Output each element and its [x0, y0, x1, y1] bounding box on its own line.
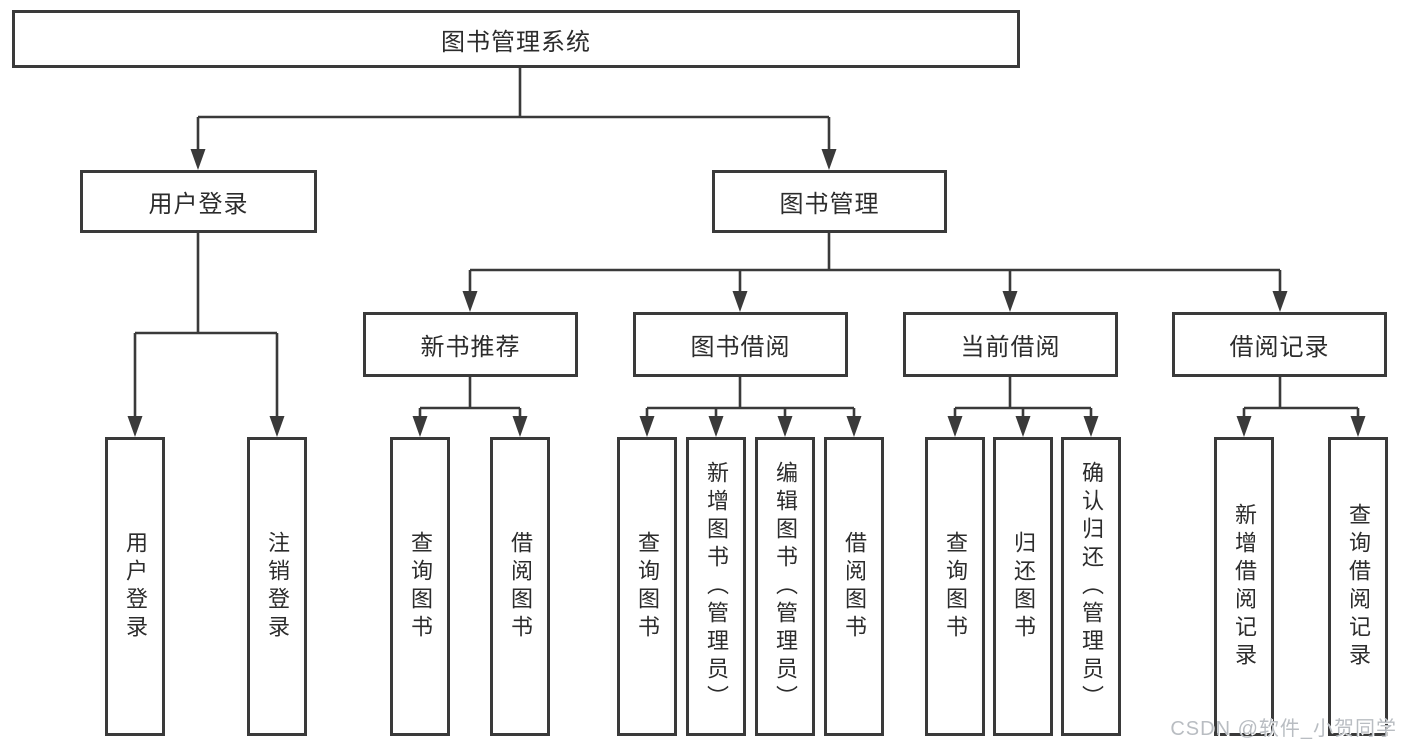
- leaf-add-books-admin-label: 新增图书（管理员）: [704, 460, 729, 713]
- leaf-query-books-borrow: 查询图书: [617, 437, 677, 736]
- leaf-borrow-books-label: 借阅图书: [842, 530, 867, 643]
- leaf-query-books-borrow-label: 查询图书: [635, 530, 660, 643]
- leaf-user-login: 用户登录: [105, 437, 165, 736]
- node-user-login: 用户登录: [80, 170, 317, 233]
- node-book-management: 图书管理: [712, 170, 947, 233]
- leaf-user-login-label: 用户登录: [123, 530, 148, 643]
- leaf-logout: 注销登录: [247, 437, 307, 736]
- leaf-query-books-current: 查询图书: [925, 437, 985, 736]
- leaf-edit-books-admin: 编辑图书（管理员）: [755, 437, 815, 736]
- leaf-query-borrow-record: 查询借阅记录: [1328, 437, 1388, 736]
- leaf-query-books-current-label: 查询图书: [943, 530, 968, 643]
- leaf-edit-books-admin-label: 编辑图书（管理员）: [773, 460, 798, 713]
- node-root-system: 图书管理系统: [12, 10, 1020, 68]
- leaf-return-books-label: 归还图书: [1011, 530, 1036, 643]
- leaf-confirm-return-admin: 确认归还（管理员）: [1061, 437, 1121, 736]
- node-current-borrow: 当前借阅: [903, 312, 1118, 377]
- leaf-confirm-return-admin-label: 确认归还（管理员）: [1079, 460, 1104, 713]
- leaf-query-borrow-record-label: 查询借阅记录: [1346, 502, 1371, 671]
- node-borrow-records: 借阅记录: [1172, 312, 1387, 377]
- node-book-borrow: 图书借阅: [633, 312, 848, 377]
- leaf-add-borrow-record: 新增借阅记录: [1214, 437, 1274, 736]
- csdn-watermark: CSDN @软件_小贺同学: [1170, 718, 1397, 740]
- node-new-book-recommend: 新书推荐: [363, 312, 578, 377]
- leaf-add-borrow-record-label: 新增借阅记录: [1232, 502, 1257, 671]
- leaf-query-books-recommend-label: 查询图书: [408, 530, 433, 643]
- leaf-borrow-books-recommend-label: 借阅图书: [508, 530, 533, 643]
- leaf-borrow-books: 借阅图书: [824, 437, 884, 736]
- leaf-borrow-books-recommend: 借阅图书: [490, 437, 550, 736]
- leaf-logout-label: 注销登录: [265, 530, 290, 643]
- leaf-add-books-admin: 新增图书（管理员）: [686, 437, 746, 736]
- leaf-query-books-recommend: 查询图书: [390, 437, 450, 736]
- leaf-return-books: 归还图书: [993, 437, 1053, 736]
